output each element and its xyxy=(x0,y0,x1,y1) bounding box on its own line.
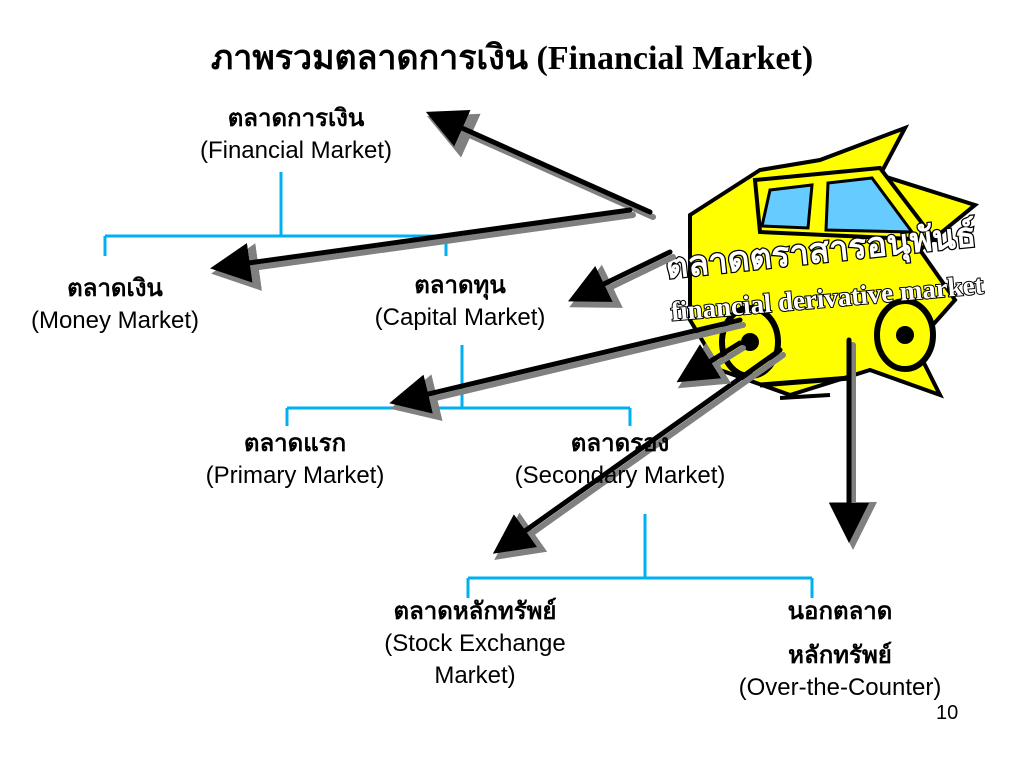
node-secondary-market-english: (Secondary Market) xyxy=(514,462,726,489)
car-icon xyxy=(688,124,980,400)
node-stock-exchange-english-1: (Stock Exchange xyxy=(384,630,566,657)
arrow-short-left xyxy=(676,340,746,389)
speed-line-1 xyxy=(759,375,851,388)
connector-financial-to-children xyxy=(103,172,448,256)
connector-secondary-to-children xyxy=(466,514,814,598)
node-secondary-market: ตลาดรอง (Secondary Market) xyxy=(480,426,760,492)
node-money-market-thai: ตลาดเงิน xyxy=(67,274,163,302)
node-capital-market-thai: ตลาดทุน xyxy=(414,271,506,299)
node-stock-exchange-english-2: Market) xyxy=(434,662,516,689)
node-stock-exchange-thai: ตลาดหลักทรัพย์ xyxy=(393,597,557,625)
node-primary-market: ตลาดแรก (Primary Market) xyxy=(175,426,415,492)
connector-capital-to-children xyxy=(285,345,632,426)
arrow-to-money-market xyxy=(210,207,636,291)
car-window-left xyxy=(760,183,814,230)
node-capital-market: ตลาดทุน (Capital Market) xyxy=(340,268,580,334)
node-financial-market-thai: ตลาดการเงิน xyxy=(227,104,365,132)
arrow-to-otc xyxy=(829,337,877,550)
arrow-to-stock-exchange xyxy=(492,347,786,560)
node-otc-thai-1: นอกตลาด xyxy=(787,597,893,625)
slide-title: ภาพรวมตลาดการเงิน (Financial Market) xyxy=(210,40,814,77)
node-financial-market-english: (Financial Market) xyxy=(199,137,393,164)
node-stock-exchange: ตลาดหลักทรัพย์ (Stock Exchange Market) xyxy=(345,594,605,692)
car-window-right xyxy=(824,176,916,234)
page-number: 10 xyxy=(936,702,959,724)
node-otc-english: (Over-the-Counter) xyxy=(738,674,942,701)
arrow-to-financial-market xyxy=(425,109,656,220)
node-primary-market-english: (Primary Market) xyxy=(205,462,385,489)
arrow-to-capital-market xyxy=(567,249,676,308)
node-otc-thai-2: หลักทรัพย์ xyxy=(788,641,892,669)
node-secondary-market-thai: ตลาดรอง xyxy=(570,429,670,457)
tree-connectors xyxy=(103,172,814,598)
node-capital-market-english: (Capital Market) xyxy=(374,304,546,331)
node-money-market-english: (Money Market) xyxy=(30,307,200,334)
node-money-market: ตลาดเงิน (Money Market) xyxy=(0,271,230,337)
node-primary-market-thai: ตลาดแรก xyxy=(243,429,347,457)
arrow-to-primary-market xyxy=(389,317,746,422)
car-hubcap-right xyxy=(896,326,914,344)
node-financial-market: ตลาดการเงิน (Financial Market) xyxy=(166,101,426,167)
speed-line-2 xyxy=(779,393,831,400)
arrows xyxy=(210,109,877,560)
node-otc: นอกตลาด หลักทรัพย์ (Over-the-Counter) xyxy=(705,594,975,704)
